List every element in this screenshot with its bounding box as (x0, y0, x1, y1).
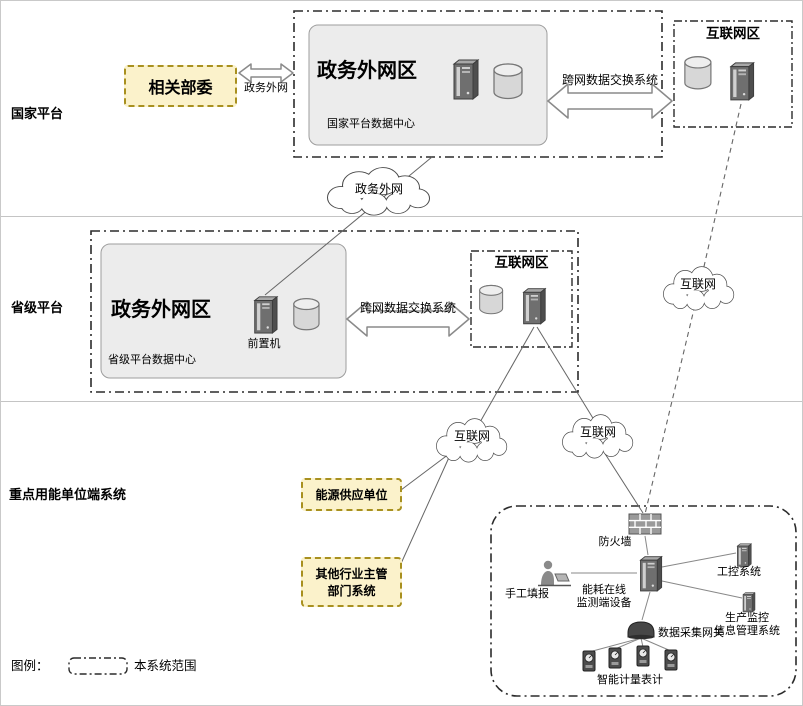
other-dept-label: 其他行业主管 部门系统 (315, 567, 388, 598)
gov-extranet-link-label: 政务外网 (244, 81, 288, 94)
manual-report-label: 手工填报 (505, 587, 549, 600)
cloud-to-enterprise-line (601, 448, 644, 514)
national-internet-database-icon (684, 56, 712, 90)
national-extranet-zone-title: 政务外网区 (317, 58, 417, 82)
monitor-device-icon (640, 556, 663, 592)
meter-icon (582, 650, 596, 672)
national-server-icon (453, 59, 479, 100)
provincial-exchange-label: 跨网数据交换系统 (359, 301, 456, 315)
cloud-to-energy-supplier-line (400, 450, 454, 491)
legend-scope-chip (68, 657, 128, 675)
industrial-control-icon (737, 543, 752, 567)
section-label-national: 国家平台 (11, 107, 64, 122)
national-extranet-zone-box (308, 24, 548, 146)
energy-supplier-node: 能源供应单位 (301, 478, 402, 511)
section-label-provincial: 省级平台 (11, 301, 64, 316)
internet-cloud-mid-label: 互联网 (579, 425, 616, 439)
provincial-extranet-zone-title: 政务外网区 (111, 297, 211, 321)
cloud-to-other-dept-line (398, 452, 452, 569)
firewall-icon (628, 513, 662, 535)
national-scope-boundary (293, 10, 663, 158)
production-info-label: 生产监控 信息管理系统 (714, 611, 780, 637)
meter-icon (608, 647, 622, 669)
gateway-label: 数据采集网关 (658, 626, 724, 639)
national-database-icon (493, 63, 523, 100)
gov-extranet-link-arrow (238, 63, 294, 83)
provincial-internet-line-left (470, 326, 535, 439)
national-extranet-zone-caption: 国家平台数据中心 (327, 117, 415, 130)
provincial-internet-server-icon (523, 288, 546, 325)
provincial-exchange-arrow (346, 301, 470, 337)
provincial-internet-line-right (536, 326, 600, 429)
ministries-label: 相关部委 (148, 78, 213, 97)
provincial-database-icon (293, 298, 320, 331)
industrial-control-label: 工控系统 (717, 565, 761, 578)
national-exchange-label: 跨网数据交换系统 (561, 73, 658, 87)
energy-supplier-label: 能源供应单位 (315, 488, 388, 502)
national-internet-zone-title: 互联网区 (706, 26, 760, 42)
monitor-device-label: 能耗在线 监测端设备 (576, 583, 632, 609)
other-dept-node: 其他行业主管 部门系统 (301, 557, 402, 607)
legend-scope-label: 本系统范围 (134, 658, 197, 673)
internet-cloud-left-label: 互联网 (453, 429, 490, 443)
manual-report-icon (537, 560, 572, 587)
ministries-node: 相关部委 (124, 65, 237, 107)
front-machine-icon (254, 296, 278, 334)
internet-cloud-right-label: 互联网 (679, 277, 716, 291)
enterprise-scope-boundary (490, 505, 797, 697)
front-machine-label: 前置机 (247, 337, 281, 350)
provincial-extranet-zone-box (100, 243, 347, 379)
meter-icon (664, 649, 678, 671)
provincial-internet-zone-title: 互联网区 (494, 255, 549, 271)
provincial-internet-database-icon (479, 284, 504, 315)
production-system-icon (742, 592, 756, 613)
firewall-label: 防火墙 (598, 535, 632, 548)
meters-label: 智能计量表计 (597, 673, 663, 686)
legend-prefix: 图例： (11, 658, 49, 673)
gov-extranet-cloud-label: 政务外网 (354, 182, 403, 196)
provincial-extranet-zone-caption: 省级平台数据中心 (108, 353, 196, 366)
national-internet-server-icon (730, 62, 755, 101)
meter-icon (636, 645, 650, 667)
gateway-icon (627, 621, 655, 640)
national-exchange-arrow (547, 83, 673, 119)
enterprise-internal-lines (571, 535, 743, 653)
section-label-enduser: 重点用能单位端系统 (9, 488, 127, 503)
